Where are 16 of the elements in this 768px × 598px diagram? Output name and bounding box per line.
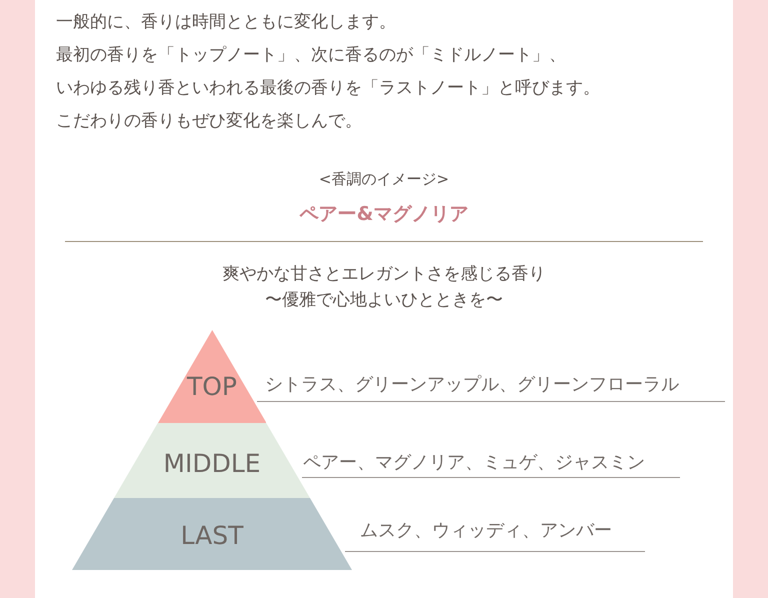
- note-list: ペアー、マグノリア、ミュゲ、ジャスミン: [303, 450, 645, 474]
- band-label: TOP: [186, 372, 238, 401]
- pyramid-band: [158, 330, 266, 423]
- paragraph-line: こだわりの香りもぜひ変化を楽しんで。: [56, 110, 362, 132]
- section-heading: <香調のイメージ>: [318, 170, 450, 189]
- band-label: LAST: [180, 521, 244, 550]
- pyramid-band: [72, 498, 352, 570]
- note-list: シトラス、グリーンアップル、グリーンフローラル: [265, 372, 679, 396]
- paragraph-line: 一般的に、香りは時間とともに変化します。: [56, 11, 396, 33]
- tagline: 爽やかな甘さとエレガントさを感じる香り: [222, 263, 546, 285]
- band-label: MIDDLE: [163, 449, 261, 478]
- paragraph-line: 最初の香りを「トップノート」、次に香るのが「ミドルノート」、: [56, 44, 566, 66]
- paragraph-line: いわゆる残り香といわれる最後の香りを「ラストノート」と呼びます。: [56, 77, 600, 99]
- note-list: ムスク、ウィッディ、アンバー: [360, 518, 612, 542]
- tagline: 〜優雅で心地よいひとときを〜: [265, 289, 503, 311]
- title: ペアー&マグノリア: [300, 202, 468, 227]
